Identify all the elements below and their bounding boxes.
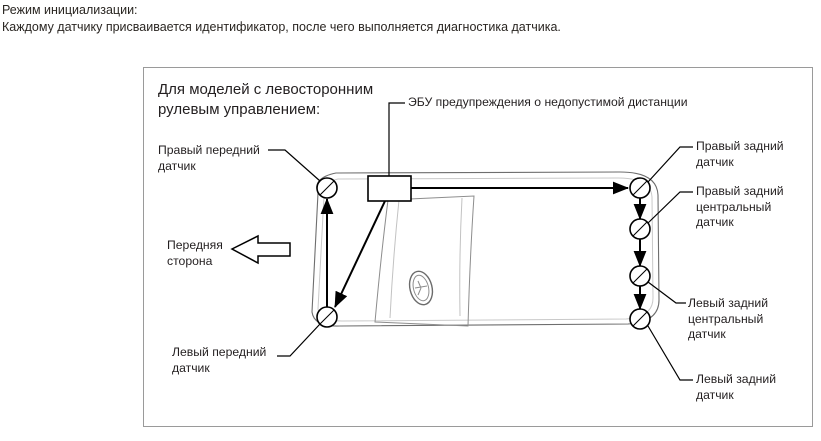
windshield-outline xyxy=(374,195,475,327)
leader-ecu xyxy=(388,102,405,176)
sensor-left-rear xyxy=(629,308,651,330)
sensor-right-front xyxy=(316,177,338,199)
leader-left-rear-center xyxy=(647,281,686,304)
sensor-right-rear-center xyxy=(629,218,651,240)
label-ecu: ЭБУ предупреждения о недопустимой дистан… xyxy=(408,95,688,109)
label-left-rear-sensor: Левый задний датчик xyxy=(696,372,777,402)
leader-right-rear xyxy=(647,146,693,183)
leader-left-rear xyxy=(647,325,693,381)
label-right-rear-center-sensor: Правый задний центральный датчик xyxy=(696,184,784,229)
intro-line-2: Каждому датчику присваивается идентифика… xyxy=(2,20,561,34)
leader-left-front xyxy=(277,323,321,357)
intro-line-1: Режим инициализации: xyxy=(2,3,138,17)
leader-right-front xyxy=(268,149,321,182)
ecu-box xyxy=(367,175,412,202)
leader-right-rear-center xyxy=(647,191,693,224)
steering-wheel-icon xyxy=(408,270,434,306)
front-direction-arrow-icon xyxy=(230,234,291,265)
label-right-front-sensor: Правый передний датчик xyxy=(158,143,260,173)
sensor-right-rear xyxy=(629,177,651,199)
figure-title: Для моделей с левосторонним рулевым упра… xyxy=(158,81,374,118)
windshield-edge-right xyxy=(459,197,463,317)
vehicle-body-outline xyxy=(311,171,660,327)
label-right-rear-sensor: Правый задний датчик xyxy=(696,139,784,169)
label-left-front-sensor: Левый передний датчик xyxy=(172,345,267,375)
windshield-edge-left xyxy=(389,199,400,319)
label-front-direction: Передняя сторона xyxy=(167,238,223,268)
arrow-ecu-to-left-front xyxy=(334,200,386,308)
sensor-left-front xyxy=(316,306,338,328)
label-left-rear-center-sensor: Левый задний центральный датчик xyxy=(688,296,769,341)
intro-text-block: Режим инициализации: Каждому датчику при… xyxy=(2,2,802,36)
sensor-left-rear-center xyxy=(629,265,651,287)
